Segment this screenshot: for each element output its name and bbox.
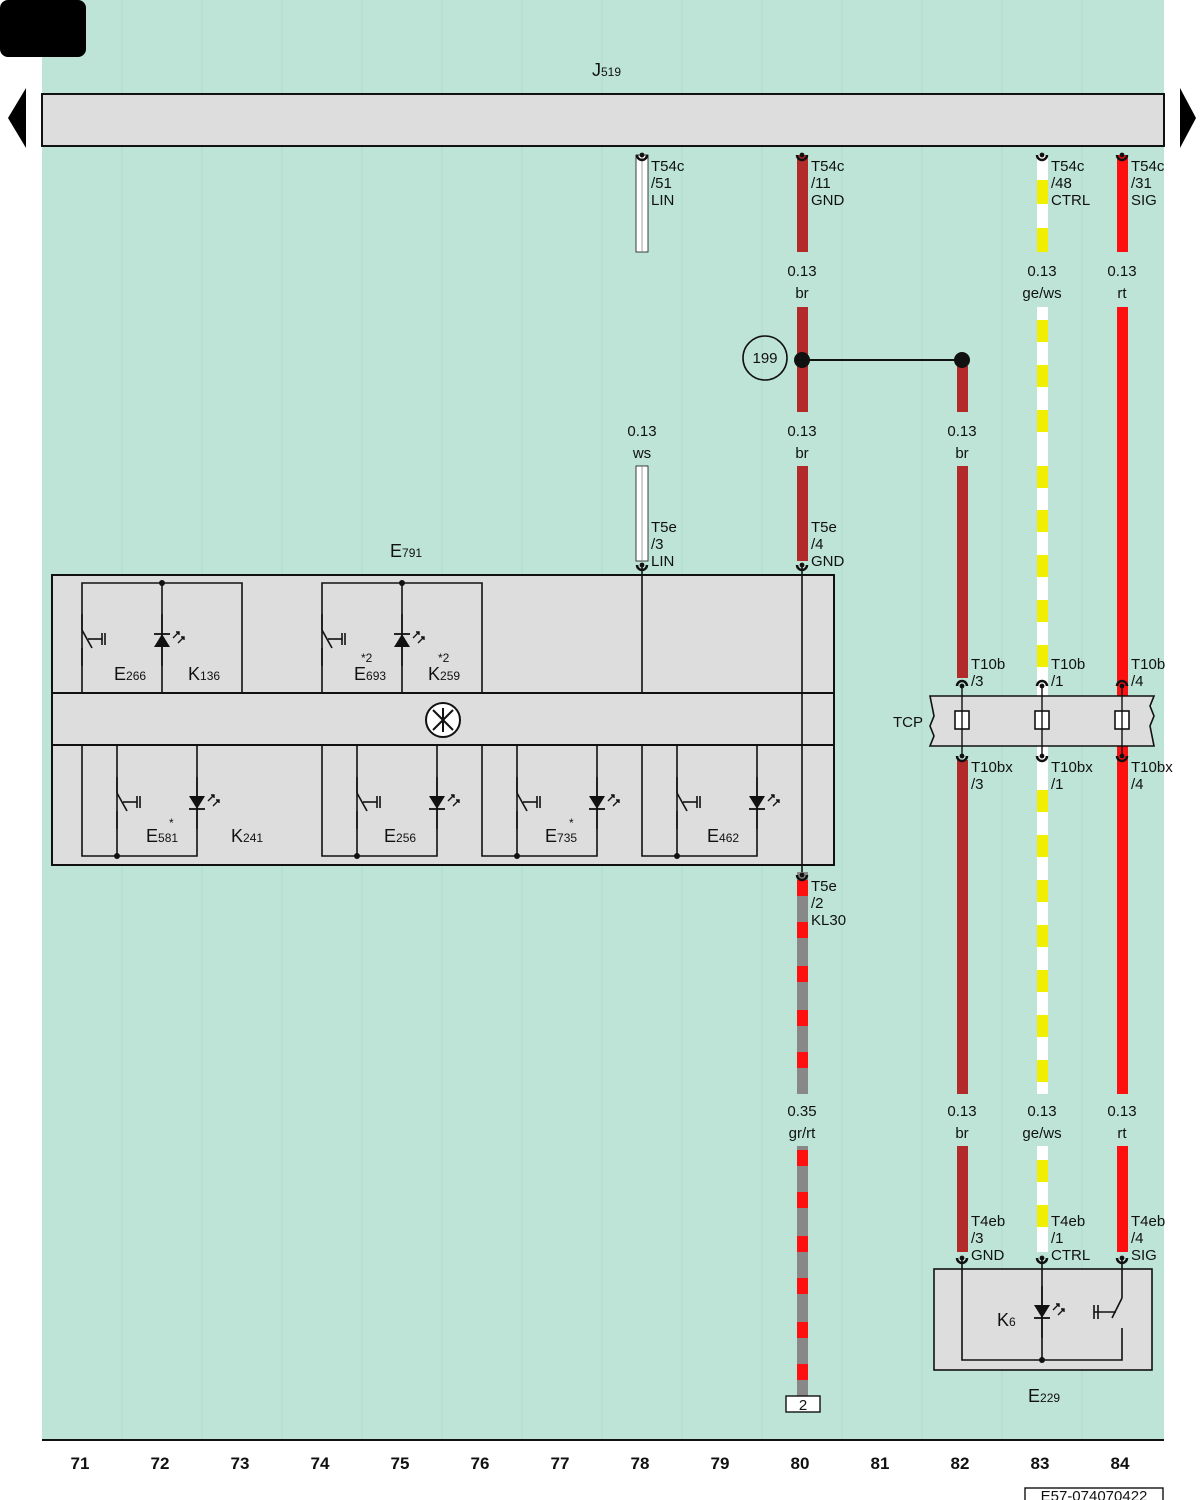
ground-point-label: 199	[752, 350, 777, 367]
label-e229: E229	[1028, 1386, 1060, 1406]
label-k6: K6	[997, 1310, 1016, 1330]
column-number: 73	[231, 1454, 250, 1473]
next-page-arrow[interactable]	[1180, 88, 1196, 148]
page-tab	[0, 0, 86, 57]
module-e791	[51, 565, 835, 872]
connector-label: T10b/3	[971, 656, 1005, 690]
mark-k259: *2	[438, 651, 450, 665]
column-number: 77	[551, 1454, 570, 1473]
label-e735: E735	[545, 826, 577, 846]
mark-e735: *	[569, 816, 574, 830]
label-e266: E266	[114, 664, 146, 684]
label-e791: E791	[390, 541, 422, 561]
column-number: 71	[71, 1454, 90, 1473]
tcp-connector	[928, 686, 1156, 756]
column-number: 82	[951, 1454, 970, 1473]
connector-label: T10b/4	[1131, 656, 1165, 690]
label-e462: E462	[707, 826, 739, 846]
mark-e693: *2	[361, 651, 373, 665]
column-number: 80	[791, 1454, 810, 1473]
terminal-ref-label: 2	[799, 1397, 807, 1414]
column-number: 79	[711, 1454, 730, 1473]
sub-component-labels: E266 K136 *2 E693 *2 K259 * E581 K241 E2…	[114, 651, 739, 846]
column-number: 78	[631, 1454, 650, 1473]
connector-label: T10bx/3	[971, 759, 1013, 793]
column-number: 76	[471, 1454, 490, 1473]
module-j519	[41, 93, 1165, 147]
label-k241: K241	[231, 826, 263, 846]
ground-point-circle	[742, 335, 788, 381]
label-e581: E581	[146, 826, 178, 846]
label-e256: E256	[384, 826, 416, 846]
previous-page-arrow[interactable]	[8, 88, 26, 148]
doc-id-box	[1024, 1487, 1164, 1500]
connector-label: T10bx/4	[1131, 759, 1173, 793]
doc-id: E57-074070422	[1041, 1488, 1148, 1500]
splice-point	[954, 352, 970, 368]
label-k259: K259	[428, 664, 460, 684]
column-numbers: 71 72 73 74 75 76 77 78 79 80 81 82 83 8…	[71, 1454, 1130, 1473]
mark-e581: *	[169, 816, 174, 830]
column-number: 81	[871, 1454, 890, 1473]
column-number: 83	[1031, 1454, 1050, 1473]
column-number: 72	[151, 1454, 170, 1473]
label-k136: K136	[188, 664, 220, 684]
column-number: 84	[1111, 1454, 1130, 1473]
module-e229	[933, 1260, 1153, 1371]
splice-point	[794, 352, 810, 368]
terminal-ref-box	[785, 1395, 821, 1413]
label-tcp: TCP	[893, 714, 923, 731]
connector-label: T10b/1	[1051, 656, 1085, 690]
label-e693: E693	[354, 664, 386, 684]
column-number: 75	[391, 1454, 410, 1473]
connector-label: T10bx/1	[1051, 759, 1093, 793]
column-number: 74	[311, 1454, 330, 1473]
label-j519: J519	[592, 60, 621, 80]
